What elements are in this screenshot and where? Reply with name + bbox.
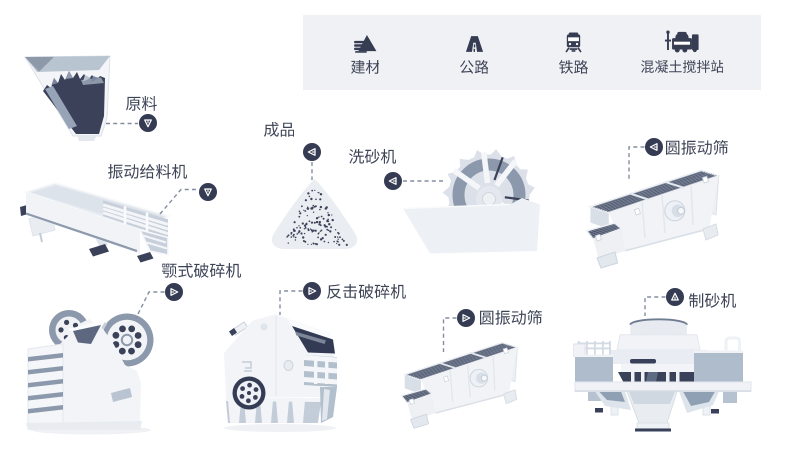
application-legend-panel: 建材 公路 铁路 混凝土搅拌站 [303, 15, 761, 90]
sand-washer-illustration [398, 145, 546, 260]
station-label-raw-material: 原料 [126, 96, 157, 111]
circular-vibrating-screen-illustration [400, 338, 580, 435]
legend-item-railway: 铁路 [514, 29, 634, 79]
station-label-sand-maker: 制砂机 [689, 293, 736, 308]
flow-badge-right-arrow [457, 309, 475, 327]
sand-making-machine-illustration [572, 312, 753, 437]
flow-badge-down-arrow [199, 183, 217, 201]
station-label-circular-vibrating-screen-lower: 圆振动筛 [480, 310, 542, 325]
label-glyphs [480, 310, 542, 325]
flow-badge-up-arrow [666, 288, 684, 306]
station-label-sand-washer: 洗砂机 [349, 149, 397, 164]
hopper-illustration [21, 54, 117, 147]
down-arrow-icon [144, 119, 152, 128]
label-glyphs [640, 60, 724, 73]
label-glyphs [558, 60, 589, 74]
building-materials-icon [353, 29, 378, 53]
left-arrow-icon [649, 143, 658, 151]
station-label-circular-vibrating-screen-upper: 圆振动筛 [666, 140, 728, 155]
flow-badge-left-arrow [384, 172, 402, 190]
highway-icon [464, 29, 485, 53]
vibrating-feeder-illustration [19, 181, 172, 272]
flow-badge-right-arrow [165, 283, 183, 301]
station-label-vibrating-feeder: 振动给料机 [108, 164, 188, 179]
legend-label-highway: 公路 [459, 60, 489, 79]
right-arrow-icon [462, 314, 471, 322]
legend-label-railway: 铁路 [558, 60, 589, 79]
label-glyphs [162, 263, 241, 278]
label-glyphs [666, 140, 728, 155]
flow-badge-left-arrow [303, 143, 321, 161]
connector-jaw-crusher [135, 291, 165, 319]
sand-pile-illustration [268, 177, 361, 258]
label-glyphs [264, 122, 295, 137]
flow-badge-left-arrow [645, 138, 663, 156]
right-arrow-icon [170, 288, 179, 296]
legend-label-concrete-mixing-plant: 混凝土搅拌站 [640, 60, 724, 78]
label-glyphs [459, 60, 489, 74]
label-glyphs [108, 164, 188, 179]
label-glyphs [349, 149, 397, 164]
railway-icon [562, 29, 585, 53]
impact-crusher-illustration [218, 305, 343, 438]
legend-item-building-materials: 建材 [305, 29, 425, 79]
connector-impact-crusher [279, 290, 303, 315]
label-glyphs [350, 60, 380, 74]
left-arrow-icon [307, 148, 316, 156]
legend-item-highway: 公路 [414, 29, 534, 79]
circular-vibrating-screen-illustration [585, 165, 790, 275]
station-label-finished-product: 成品 [264, 122, 295, 137]
station-label-jaw-crusher: 颚式破碎机 [162, 263, 241, 278]
label-glyphs [689, 293, 736, 308]
connector-vibrating-feeder [159, 188, 198, 215]
legend-item-concrete-mixing-plant: 混凝土搅拌站 [622, 29, 742, 78]
legend-label-building-materials: 建材 [350, 60, 380, 79]
connector-circular-vibrating-screen-lower [442, 317, 457, 352]
left-arrow-icon [388, 177, 397, 185]
flow-badge-right-arrow [303, 282, 321, 300]
station-label-impact-crusher: 反击破碎机 [327, 284, 406, 299]
down-arrow-icon [204, 188, 212, 197]
connector-circular-vibrating-screen-upper [628, 146, 645, 180]
label-glyphs [126, 96, 157, 111]
up-arrow-icon [671, 292, 679, 301]
label-glyphs [327, 284, 406, 299]
connector-sand-maker [644, 296, 666, 316]
right-arrow-icon [308, 287, 317, 295]
jaw-crusher-illustration [23, 303, 158, 440]
flow-badge-down-arrow [139, 114, 157, 132]
concrete-mixing-plant-icon [664, 29, 700, 53]
